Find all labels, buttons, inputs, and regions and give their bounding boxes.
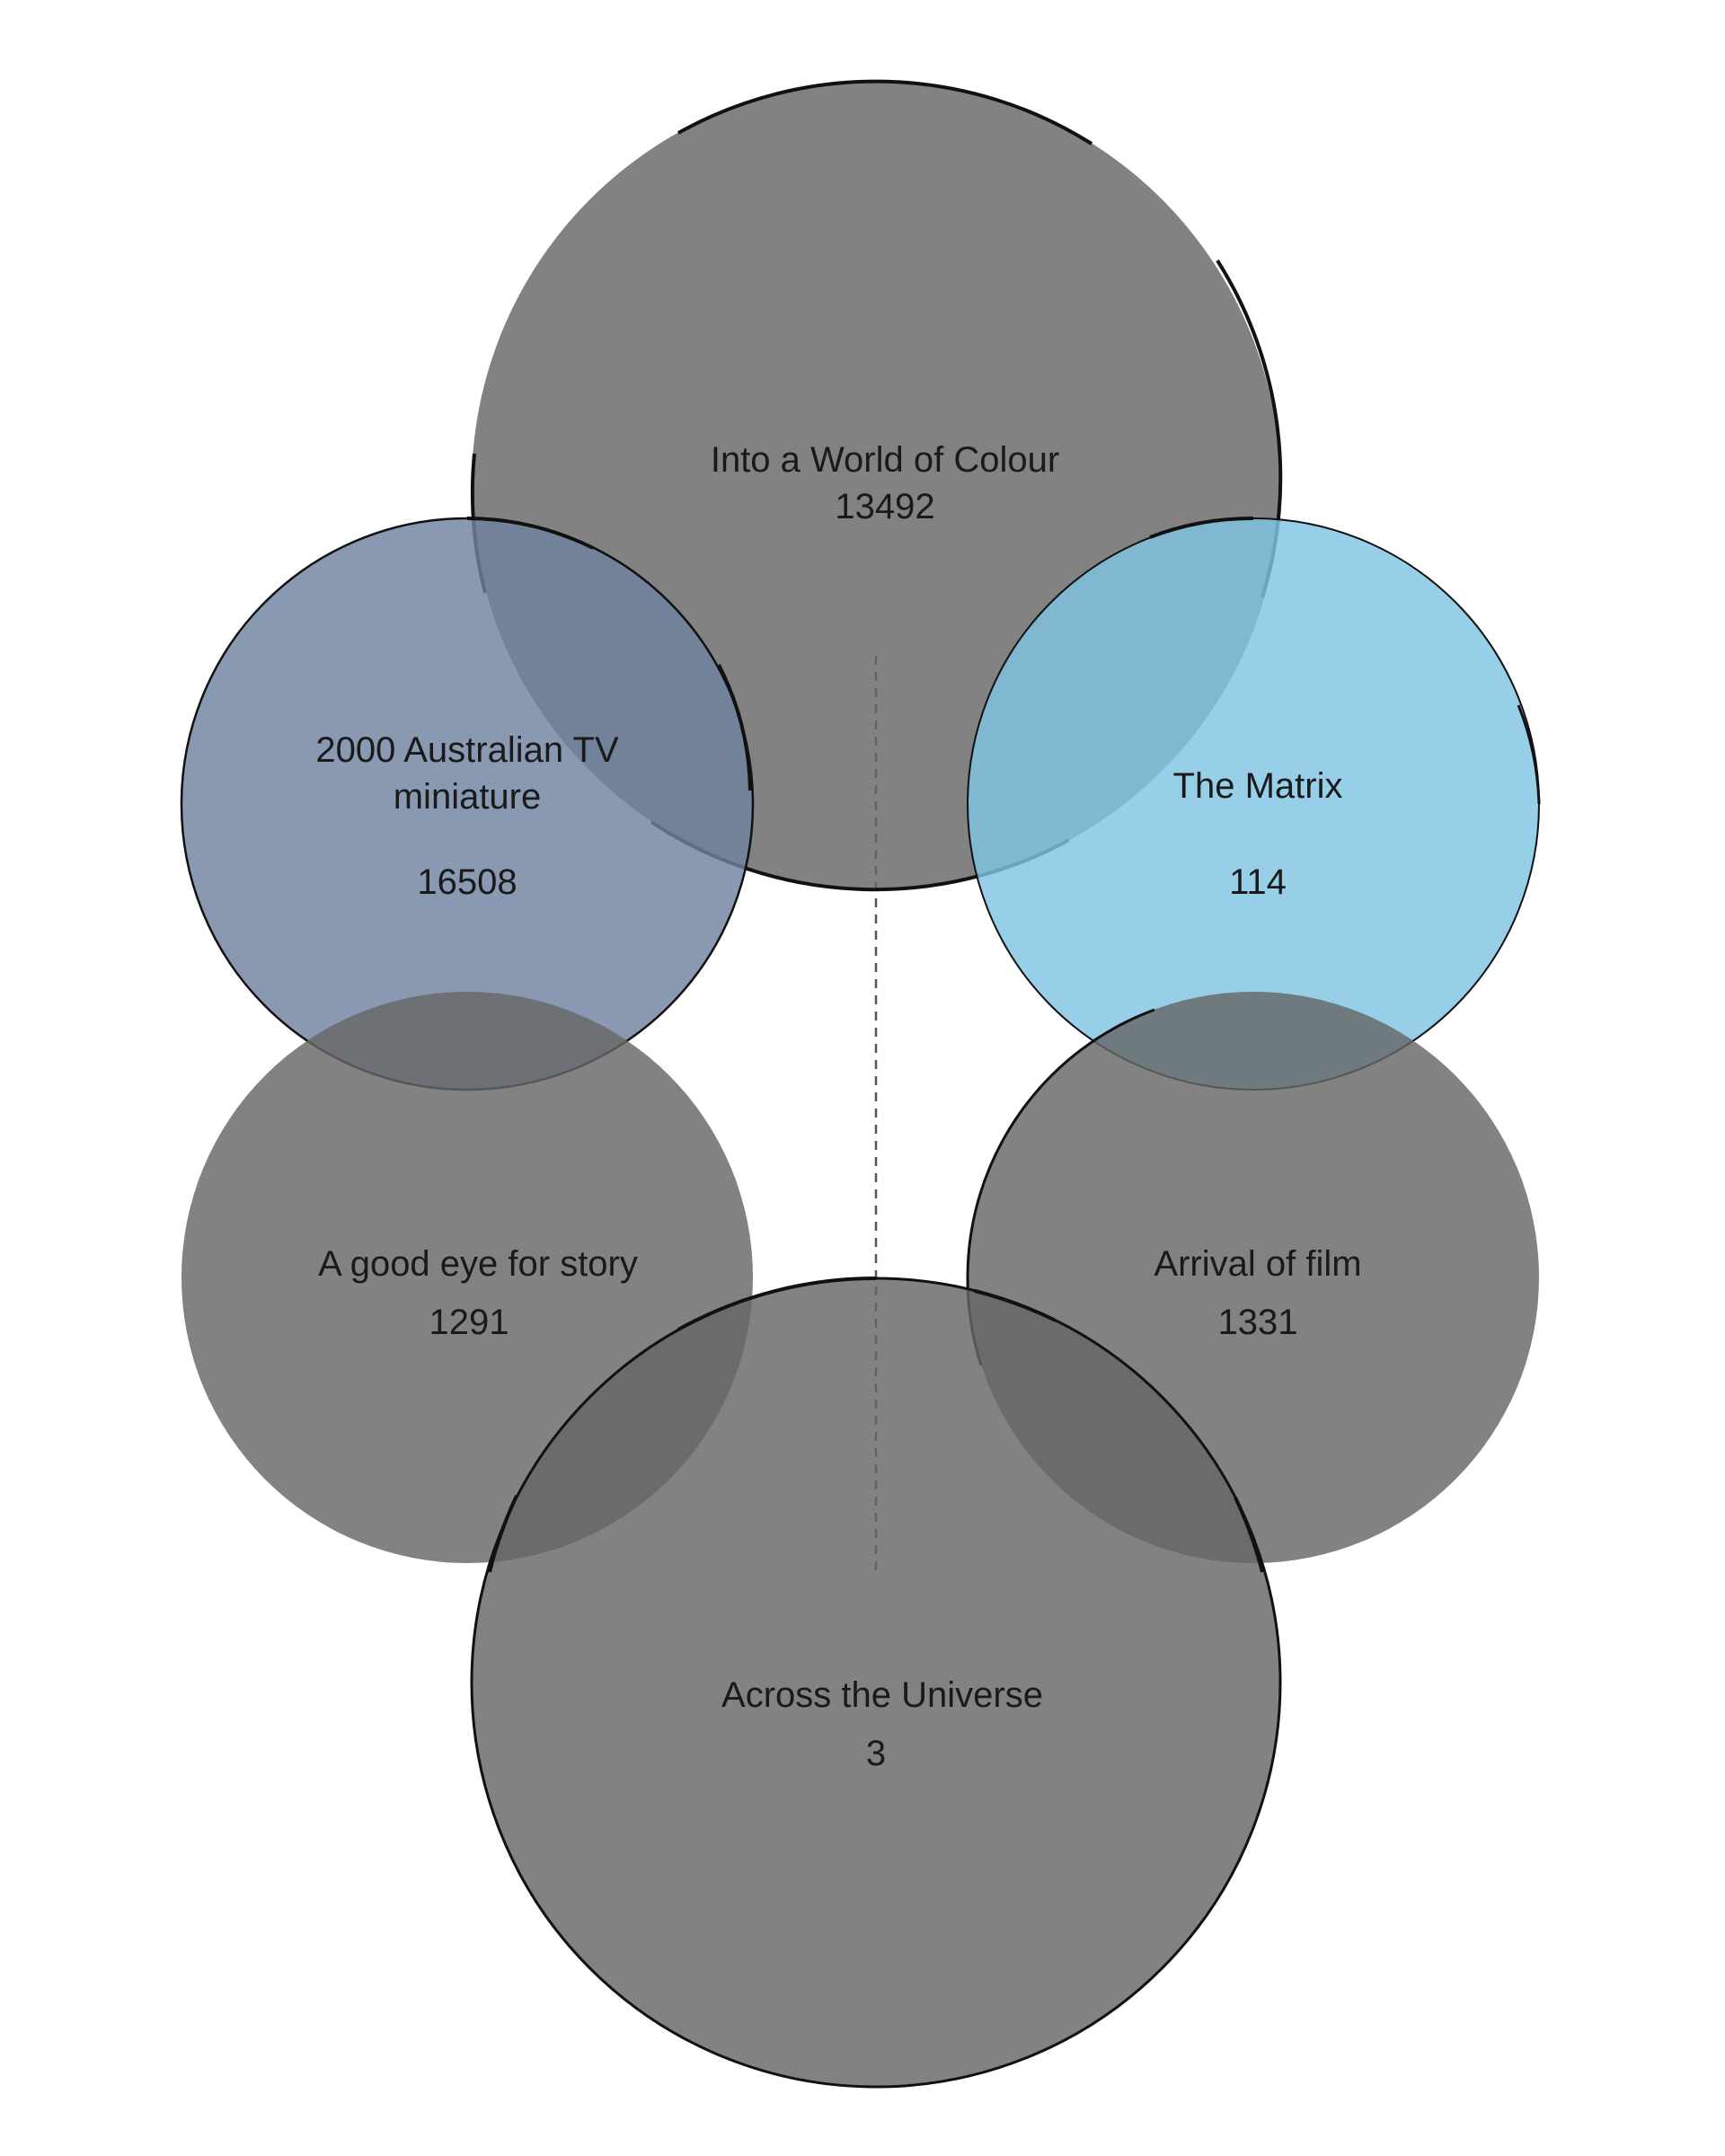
label-australian-tv-value: 16508 xyxy=(417,862,517,902)
circle-australian-tv[interactable] xyxy=(181,518,753,1090)
label-across-universe: Across the Universe 3 xyxy=(721,1675,1043,1773)
arc-australian-tv-1 xyxy=(466,517,594,550)
arc-across-universe-2 xyxy=(974,1289,1057,1322)
label-australian-tv-title-1: 2000 Australian TV xyxy=(315,730,619,770)
circle-matrix[interactable] xyxy=(968,518,1539,1090)
label-matrix: The Matrix 114 xyxy=(1173,766,1343,902)
label-australian-tv: 2000 Australian TV miniature 16508 xyxy=(315,730,619,902)
label-into-world-value: 13492 xyxy=(835,487,934,526)
arc-matrix-1 xyxy=(1149,516,1254,539)
arc-across-universe-3 xyxy=(1234,1497,1264,1573)
label-across-universe-title: Across the Universe xyxy=(721,1675,1043,1715)
circle-group-across-universe xyxy=(470,1276,1282,2089)
arc-across-universe-4 xyxy=(488,1495,518,1573)
circle-group-australian-tv xyxy=(180,517,755,1091)
label-across-universe-value: 3 xyxy=(866,1734,886,1773)
label-into-world: Into a World of Colour 13492 xyxy=(711,440,1059,526)
label-into-world-title: Into a World of Colour xyxy=(711,440,1059,480)
arc-matrix-2 xyxy=(1517,704,1541,805)
label-matrix-value: 114 xyxy=(1229,862,1287,902)
arc-into-world-1 xyxy=(677,79,1093,146)
circle-across-universe[interactable] xyxy=(472,1278,1280,2087)
arc-australian-tv-2 xyxy=(717,664,752,791)
label-good-eye-value: 1291 xyxy=(429,1303,509,1342)
arc-arrival-film-1 xyxy=(966,1008,1155,1278)
arc-across-universe-1 xyxy=(677,1276,877,1331)
label-arrival-film-value: 1331 xyxy=(1218,1303,1298,1342)
label-arrival-film-title: Arrival of film xyxy=(1154,1244,1361,1284)
label-australian-tv-title-2: miniature xyxy=(394,777,542,817)
label-good-eye-title: A good eye for story xyxy=(318,1244,638,1284)
label-good-eye: A good eye for story 1291 xyxy=(318,1244,638,1342)
label-matrix-title: The Matrix xyxy=(1173,766,1343,806)
label-arrival-film: Arrival of film 1331 xyxy=(1154,1244,1361,1342)
